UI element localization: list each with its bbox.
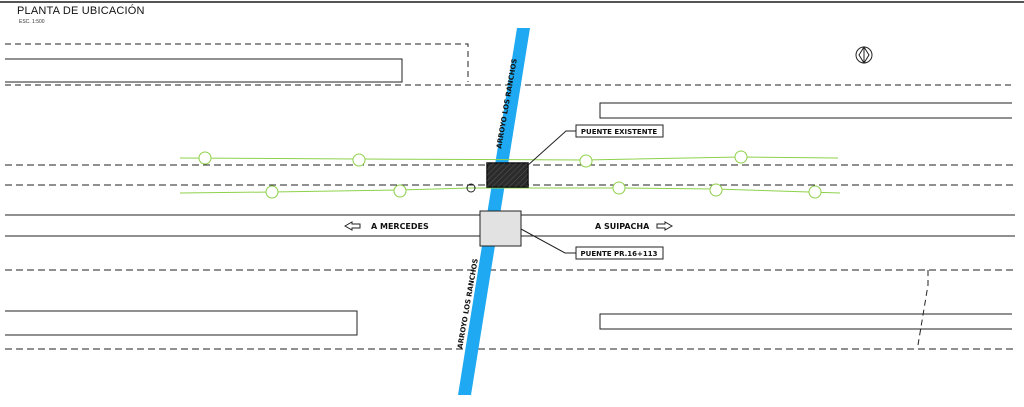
- tree: [579, 154, 593, 168]
- tree: [709, 183, 723, 197]
- direction-right: A SUIPACHA: [595, 221, 674, 231]
- property-block-bottom-right: [599, 270, 1012, 346]
- label-bridge-existing-text: PUENTE EXISTENTE: [581, 128, 657, 136]
- label-bridge-new: PUENTE PR.16+113: [575, 246, 664, 260]
- bridge-new: [479, 210, 522, 247]
- property-block-top-right: [599, 102, 1012, 119]
- arrow-left-icon: [343, 221, 361, 231]
- direction-right-label: A SUIPACHA: [595, 222, 650, 231]
- label-bridge-existing: PUENTE EXISTENTE: [575, 124, 664, 138]
- tree: [393, 184, 407, 198]
- scale-note: ESC. 1:500: [19, 19, 45, 25]
- tree: [265, 185, 279, 199]
- page-title: PLANTA DE UBICACIÓN: [17, 5, 145, 17]
- road-lines: [5, 164, 1015, 350]
- label-bridge-new-text: PUENTE PR.16+113: [581, 250, 658, 258]
- tree: [352, 153, 366, 167]
- property-block-bottom-left: [5, 310, 358, 336]
- leader-lines: [520, 130, 576, 254]
- tree: [734, 150, 748, 164]
- north-arrow-icon: [855, 46, 873, 64]
- trees: [198, 150, 822, 199]
- arrow-right-icon: [656, 221, 674, 231]
- bridge-existing: [486, 162, 529, 188]
- direction-left-label: A MERCEDES: [371, 222, 429, 231]
- tree: [198, 151, 212, 165]
- survey-marker-icon: [466, 183, 476, 193]
- tree: [808, 185, 822, 199]
- direction-left: A MERCEDES: [343, 221, 429, 231]
- tree: [612, 181, 626, 195]
